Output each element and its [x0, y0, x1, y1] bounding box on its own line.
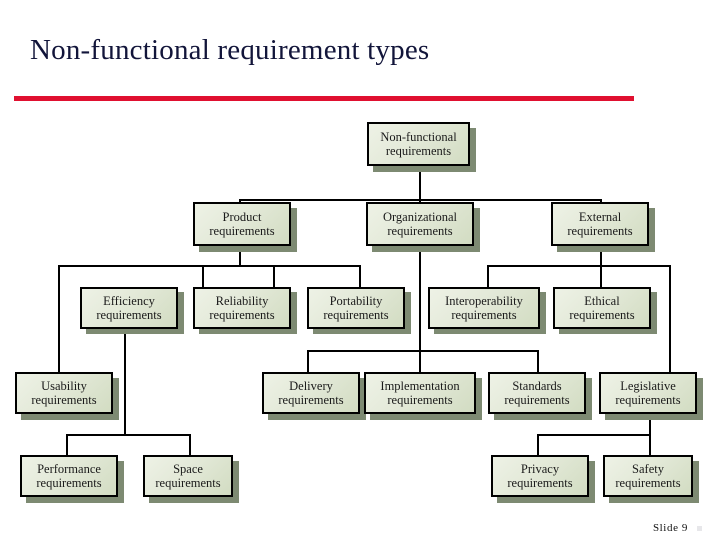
- connector-to-ethical: [600, 265, 602, 287]
- node-label-line1: Legislative: [620, 379, 676, 393]
- node-label-line2: requirements: [451, 308, 517, 322]
- node-safety-requirements[interactable]: Safety requirements: [603, 455, 693, 497]
- node-usability-requirements[interactable]: Usability requirements: [15, 372, 113, 414]
- node-interoperability-requirements[interactable]: Interoperability requirements: [428, 287, 540, 329]
- connector-product-down: [239, 250, 241, 266]
- title-accent-rule: [14, 96, 634, 101]
- slide-number-label: Slide 9: [652, 522, 688, 534]
- node-label-line1: Performance: [37, 462, 101, 476]
- node-label-line1: Interoperability: [445, 294, 523, 308]
- node-label-line2: requirements: [569, 308, 635, 322]
- node-label-line2: requirements: [507, 476, 573, 490]
- node-implementation-requirements[interactable]: Implementation requirements: [364, 372, 476, 414]
- node-label-line1: Organizational: [382, 210, 458, 224]
- square-bullet-icon: [697, 525, 702, 531]
- node-ethical-requirements[interactable]: Ethical requirements: [553, 287, 651, 329]
- node-label-line2: requirements: [323, 308, 389, 322]
- node-efficiency-requirements[interactable]: Efficiency requirements: [80, 287, 178, 329]
- node-space-requirements[interactable]: Space requirements: [143, 455, 233, 497]
- connector-to-space: [189, 434, 191, 455]
- node-label-line1: Reliability: [215, 294, 269, 308]
- node-label-line1: Usability: [41, 379, 87, 393]
- connector-root-down: [419, 170, 421, 200]
- connector-efficiency-down: [124, 332, 126, 435]
- node-label-line1: Non-functional: [380, 130, 457, 144]
- slide-footer: Slide 9: [653, 522, 702, 534]
- node-label-line2: requirements: [385, 144, 452, 158]
- node-label-line2: requirements: [155, 476, 221, 490]
- node-label-line2: requirements: [31, 393, 97, 407]
- node-performance-requirements[interactable]: Performance requirements: [20, 455, 118, 497]
- node-label-line2: requirements: [278, 393, 344, 407]
- connector-to-standards: [537, 350, 539, 372]
- node-external-requirements[interactable]: External requirements: [551, 202, 649, 246]
- connector-product-bus: [58, 265, 360, 267]
- node-label-line2: requirements: [36, 476, 102, 490]
- connector-external-down: [600, 250, 602, 266]
- node-label-line1: Privacy: [520, 462, 560, 476]
- node-label-line2: requirements: [387, 393, 453, 407]
- node-label-line2: requirements: [209, 308, 275, 322]
- node-non-functional-requirements[interactable]: Non-functional requirements: [367, 122, 470, 166]
- connector-legislative-down: [649, 416, 651, 435]
- node-product-requirements[interactable]: Product requirements: [193, 202, 291, 246]
- node-standards-requirements[interactable]: Standards requirements: [488, 372, 586, 414]
- node-label-line1: External: [578, 210, 622, 224]
- connector-to-usability: [58, 265, 60, 372]
- node-delivery-requirements[interactable]: Delivery requirements: [262, 372, 360, 414]
- node-label-line2: requirements: [209, 224, 275, 238]
- connector-to-portability: [359, 265, 361, 287]
- connector-to-implementation: [419, 350, 421, 372]
- connector-organizational-down: [419, 250, 421, 351]
- node-label-line2: requirements: [567, 224, 633, 238]
- node-label-line1: Ethical: [584, 294, 620, 308]
- node-label-line1: Efficiency: [103, 294, 155, 308]
- connector-organizational-bus: [307, 350, 539, 352]
- connector-to-interoperability: [487, 265, 489, 287]
- connector-external-bus: [487, 265, 670, 267]
- connector-to-privacy: [537, 434, 539, 455]
- node-reliability-requirements[interactable]: Reliability requirements: [193, 287, 291, 329]
- connector-to-delivery: [307, 350, 309, 372]
- node-label-line1: Standards: [512, 379, 562, 393]
- page-title: Non-functional requirement types: [30, 34, 430, 66]
- node-label-line2: requirements: [504, 393, 570, 407]
- connector-to-performance: [66, 434, 68, 455]
- connector-to-efficiency: [202, 265, 204, 287]
- node-label-line2: requirements: [387, 224, 453, 238]
- node-label-line1: Space: [173, 462, 203, 476]
- connector-efficiency-bus: [66, 434, 191, 436]
- node-portability-requirements[interactable]: Portability requirements: [307, 287, 405, 329]
- node-label-line2: requirements: [615, 393, 681, 407]
- node-label-line1: Safety: [632, 462, 664, 476]
- connector-to-safety: [649, 434, 651, 455]
- node-label-line2: requirements: [615, 476, 681, 490]
- connector-to-reliability: [273, 265, 275, 287]
- node-organizational-requirements[interactable]: Organizational requirements: [366, 202, 474, 246]
- connector-to-legislative: [669, 265, 671, 372]
- node-label-line2: requirements: [96, 308, 162, 322]
- node-privacy-requirements[interactable]: Privacy requirements: [491, 455, 589, 497]
- node-label-line1: Portability: [329, 294, 383, 308]
- node-label-line1: Implementation: [380, 379, 460, 393]
- node-legislative-requirements[interactable]: Legislative requirements: [599, 372, 697, 414]
- node-label-line1: Delivery: [289, 379, 333, 393]
- node-label-line1: Product: [222, 210, 262, 224]
- connector-legislative-bus: [537, 434, 651, 436]
